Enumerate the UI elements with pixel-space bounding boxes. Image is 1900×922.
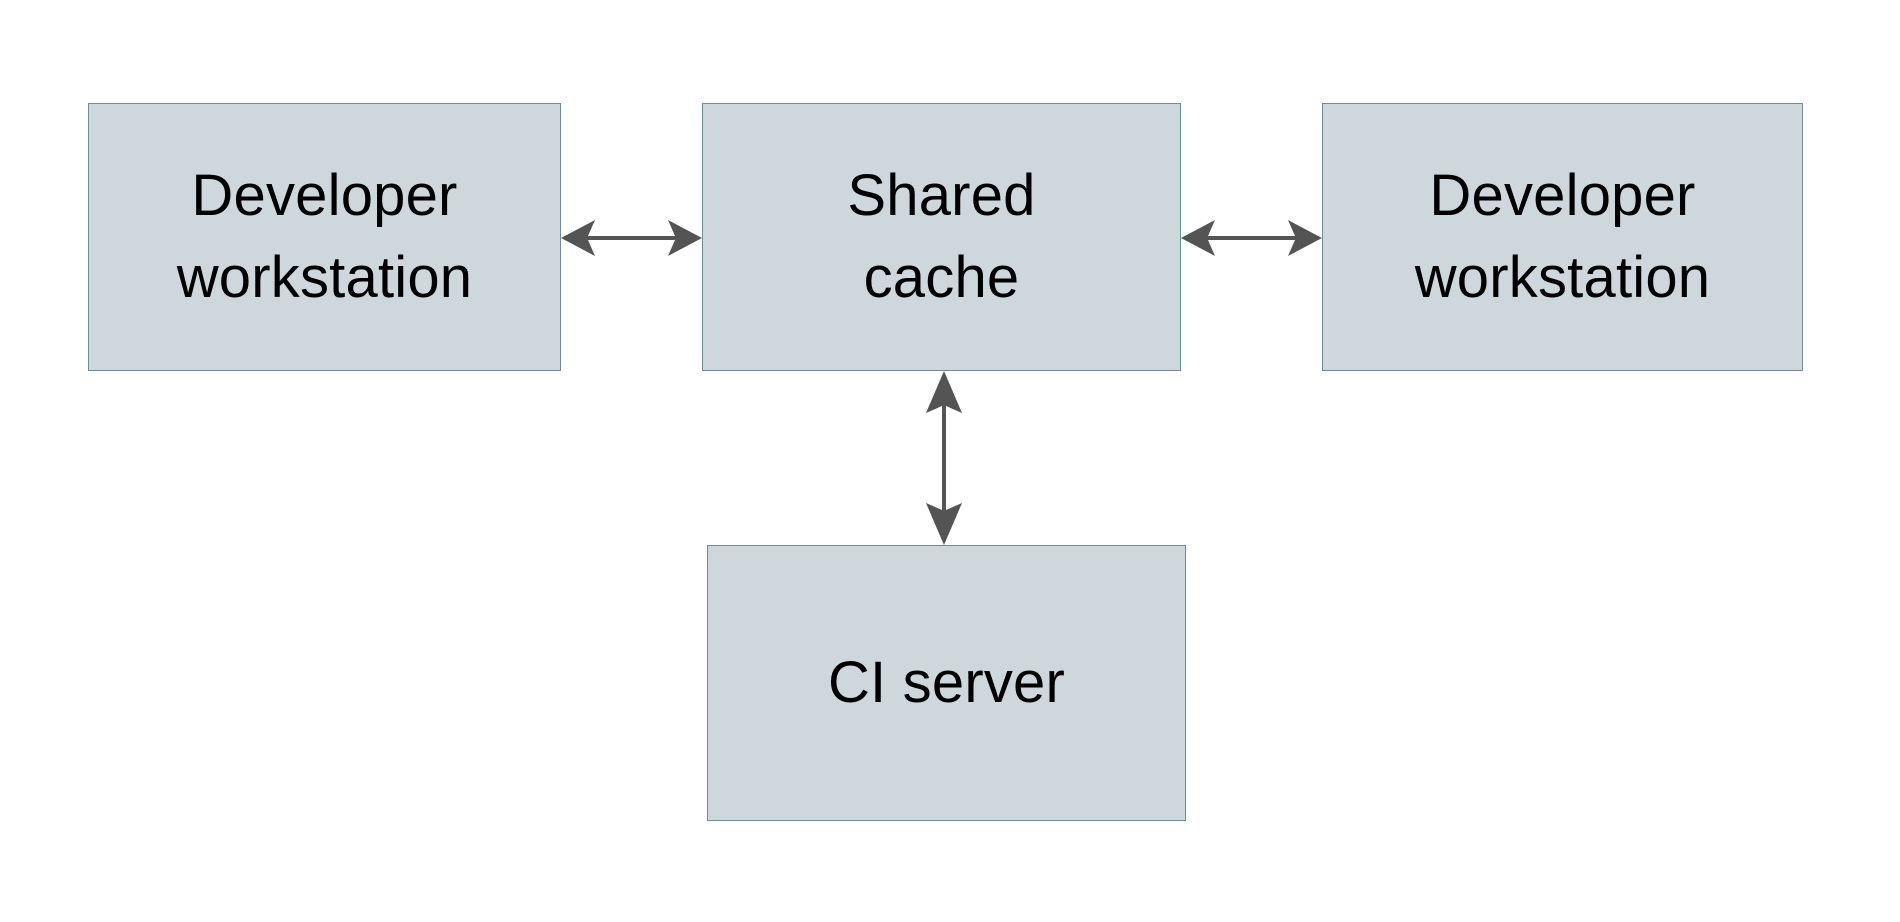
double-arrow-icon <box>1181 220 1322 256</box>
node-shared-cache[interactable]: Shared cache <box>702 103 1181 371</box>
edge-shared-cache-to-ci-server <box>914 371 974 545</box>
double-arrow-icon <box>926 371 962 545</box>
node-label: Developer workstation <box>1414 162 1711 310</box>
node-developer-workstation-left[interactable]: Developer workstation <box>88 103 561 371</box>
double-arrow-icon <box>561 220 702 256</box>
node-label: CI server <box>827 649 1066 715</box>
node-ci-server[interactable]: CI server <box>707 545 1186 821</box>
node-label: Developer workstation <box>176 162 473 310</box>
node-label: Shared cache <box>847 162 1036 310</box>
edge-shared-cache-to-developer-right <box>1181 208 1322 268</box>
edge-developer-left-to-shared-cache <box>561 208 702 268</box>
node-developer-workstation-right[interactable]: Developer workstation <box>1322 103 1803 371</box>
